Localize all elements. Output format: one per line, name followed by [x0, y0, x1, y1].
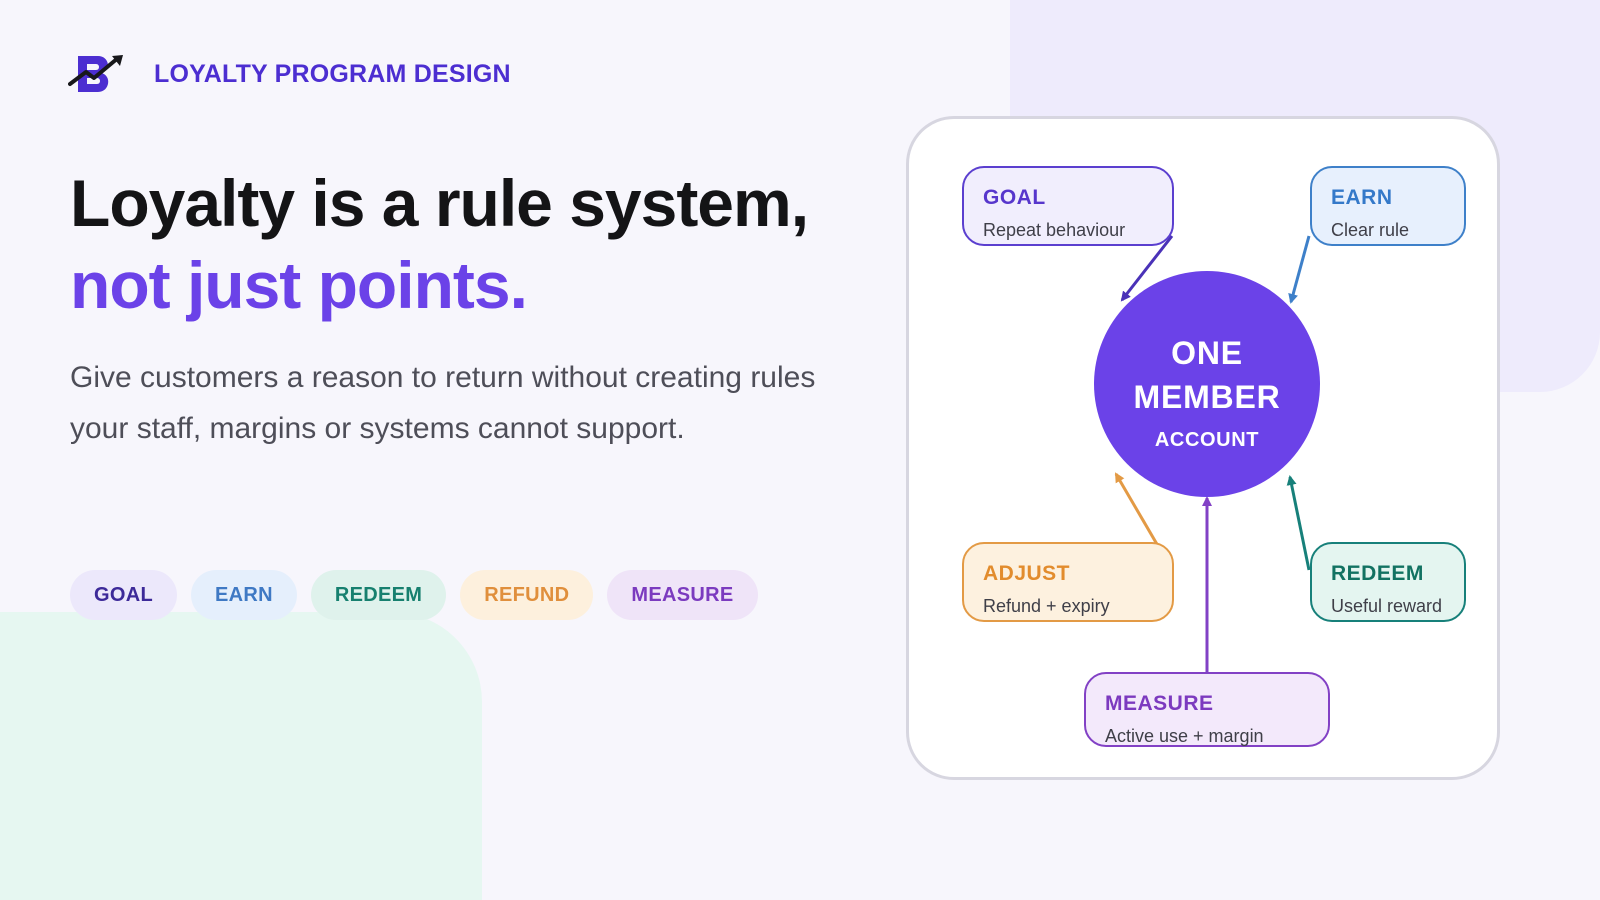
chip-goal: GOAL [70, 570, 177, 620]
hub-member-account: ONE MEMBER ACCOUNT [1094, 271, 1320, 497]
node-adjust-title: ADJUST [983, 562, 1071, 585]
node-redeem-subtitle: Useful reward [1331, 596, 1443, 616]
node-measure-title: MEASURE [1105, 692, 1214, 715]
hub-label-line-3: ACCOUNT [1154, 429, 1260, 451]
hub-label-line-1: ONE [1171, 335, 1243, 371]
node-goal-subtitle: Repeat behaviour [983, 220, 1126, 240]
node-goal-title: GOAL [983, 186, 1046, 209]
node-adjust: ADJUST Refund + expiry [962, 542, 1174, 622]
brand-header: LOYALTY PROGRAM DESIGN [68, 52, 511, 96]
subheadline: Give customers a reason to return withou… [70, 361, 816, 445]
chip-measure: MEASURE [607, 570, 758, 620]
background-shape-mint [0, 612, 482, 900]
chip-redeem: REDEEM [310, 570, 447, 620]
hub-label-line-2: MEMBER [1133, 379, 1281, 415]
brand-title: LOYALTY PROGRAM DESIGN [154, 59, 511, 88]
chip-earn: EARN [190, 570, 297, 620]
headline: Loyalty is a rule system, not just point… [70, 162, 809, 326]
node-adjust-subtitle: Refund + expiry [983, 596, 1110, 616]
node-redeem: REDEEM Useful reward [1310, 542, 1466, 622]
node-goal: GOAL Repeat behaviour [962, 166, 1174, 246]
topic-chips: GOAL EARN REDEEM REFUND MEASURE [70, 570, 758, 620]
b-letter-with-rising-arrow-icon [68, 55, 123, 92]
node-redeem-title: REDEEM [1331, 562, 1424, 585]
node-measure: MEASURE Active use + margin [1084, 672, 1330, 747]
headline-line-2: not just points. [70, 248, 528, 322]
node-earn: EARN Clear rule [1310, 166, 1466, 246]
node-earn-subtitle: Clear rule [1331, 220, 1410, 240]
chip-refund: REFUND [460, 570, 594, 620]
headline-line-1: Loyalty is a rule system, [70, 166, 809, 240]
node-measure-subtitle: Active use + margin [1105, 726, 1264, 746]
node-earn-title: EARN [1331, 186, 1393, 209]
